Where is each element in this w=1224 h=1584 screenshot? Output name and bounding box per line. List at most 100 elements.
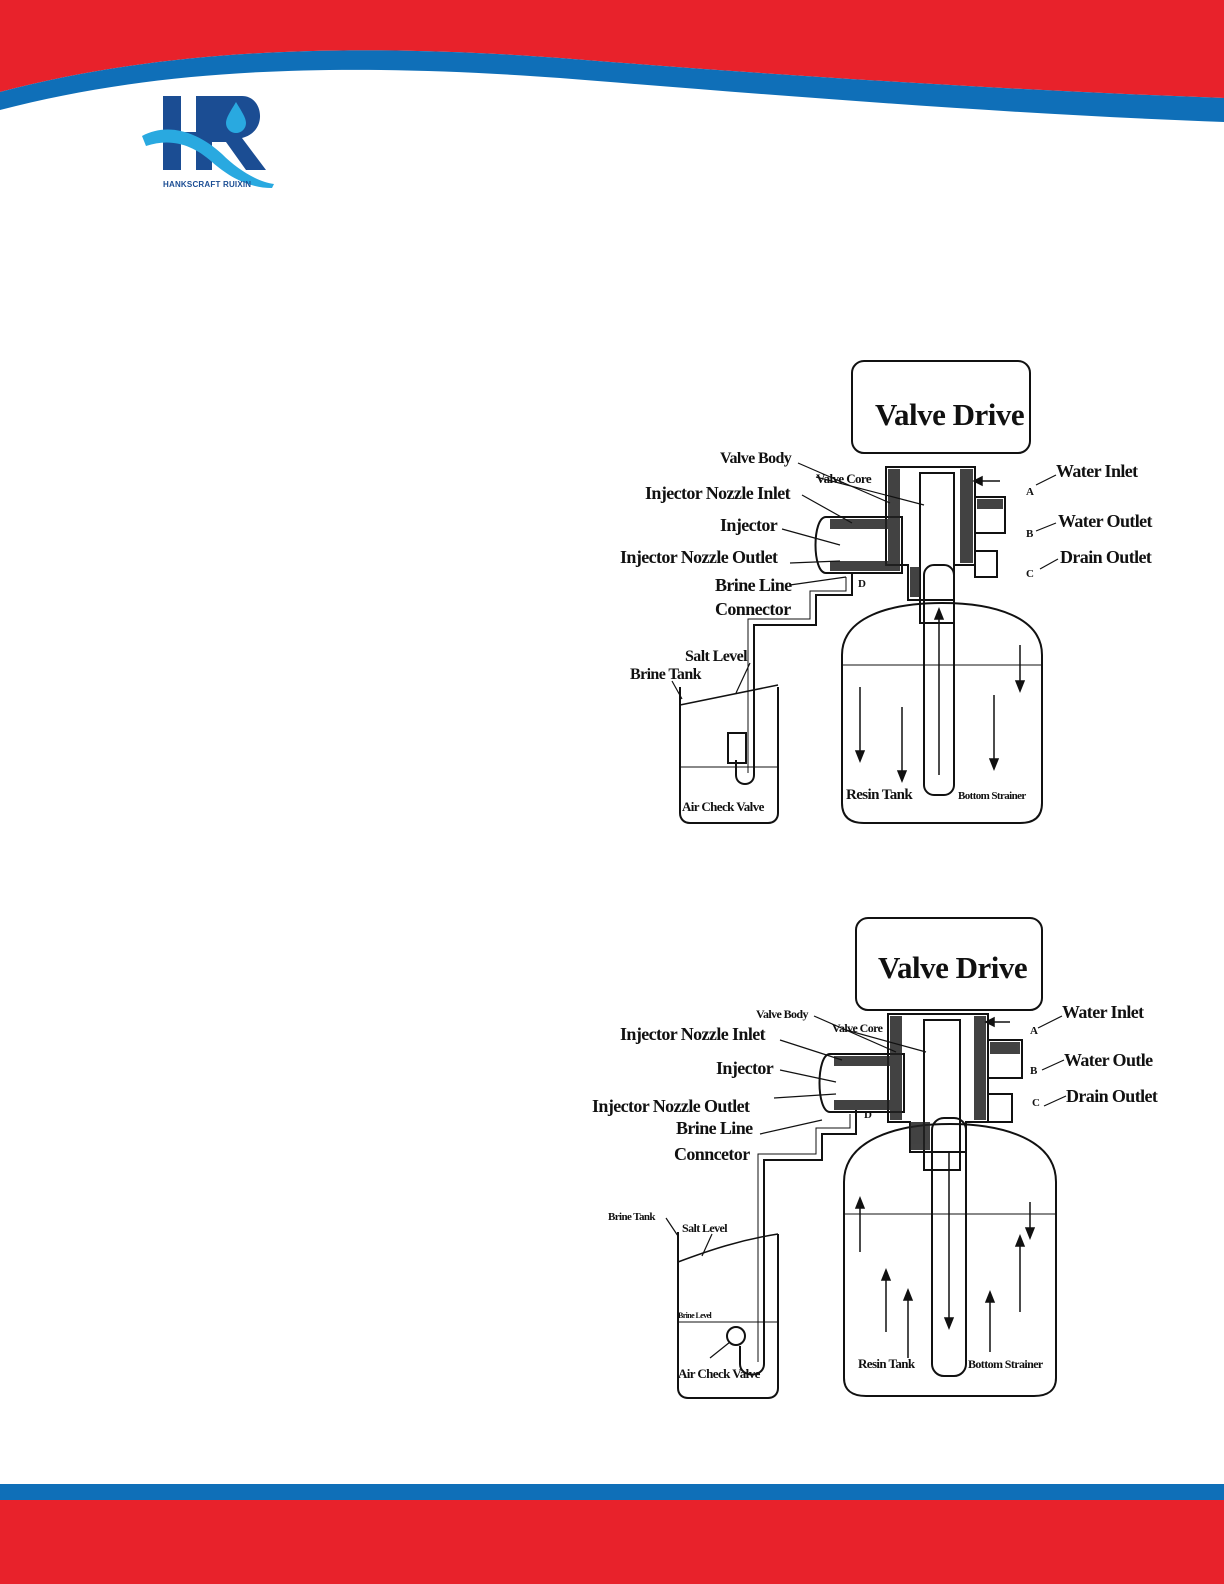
leader-injector-nozzle-outlet bbox=[773, 1093, 837, 1099]
label-valve-body: Valve Body bbox=[720, 450, 792, 467]
riser-tube bbox=[923, 564, 955, 796]
leader-valve-core bbox=[845, 1029, 927, 1053]
label-air-check-valve: Air Check Valve bbox=[678, 1366, 761, 1381]
injector-hatch-bottom bbox=[834, 1100, 902, 1110]
leader-water-inlet bbox=[1035, 474, 1057, 486]
footer-blue-stripe bbox=[0, 1484, 1224, 1500]
label-connector: Connector bbox=[715, 599, 791, 619]
valve-drive-box bbox=[855, 917, 1043, 1011]
brine-tank bbox=[677, 1232, 779, 1399]
label-injector-nozzle-outlet: Injector Nozzle Outlet bbox=[620, 547, 778, 567]
label-valve-core: Valve Core bbox=[816, 471, 872, 486]
port-c: C bbox=[1026, 568, 1034, 580]
drain-outlet-fitting bbox=[974, 550, 998, 578]
leader-water-outlet bbox=[1041, 1059, 1065, 1071]
arrow-resin-3-head bbox=[988, 758, 1000, 772]
port-b: B bbox=[1030, 1065, 1038, 1077]
valve-body-hatch-right bbox=[960, 469, 973, 563]
brine-line bbox=[735, 573, 853, 785]
injector-housing bbox=[814, 516, 903, 574]
arrow-resin-4-head bbox=[1014, 680, 1026, 694]
header-red-wave bbox=[0, 0, 1224, 98]
label-drain-outlet: Drain Outlet bbox=[1060, 547, 1152, 567]
arrow-resin-6-head bbox=[1024, 1227, 1036, 1241]
water-outlet-fitting bbox=[987, 1039, 1023, 1079]
valve-drive-label: Valve Drive bbox=[878, 950, 1027, 985]
arrow-resin-1-head bbox=[854, 1195, 866, 1209]
softener-flow-diagram-service: Valve Drive Valve Body Valve Core Inject… bbox=[590, 355, 1170, 835]
valve-drive-label: Valve Drive bbox=[875, 397, 1024, 432]
riser-tube bbox=[931, 1117, 967, 1377]
arrow-resin-2-head bbox=[896, 770, 908, 784]
leader-valve-body bbox=[797, 462, 891, 504]
port-d: D bbox=[858, 578, 866, 590]
drain-outlet-fitting bbox=[987, 1093, 1013, 1123]
brine-tank bbox=[679, 687, 779, 824]
label-brine-tank: Brine Tank bbox=[630, 666, 702, 683]
valve-body-hatch-right bbox=[974, 1016, 986, 1120]
port-d: D bbox=[864, 1109, 872, 1121]
leader-water-outlet bbox=[1035, 522, 1057, 532]
label-water-inlet: Water Inlet bbox=[1062, 1002, 1144, 1022]
injector-hatch-top bbox=[830, 519, 900, 529]
footer-red-stripe bbox=[0, 1500, 1224, 1584]
label-resin-tank: Resin Tank bbox=[846, 787, 913, 803]
label-connector: Conncetor bbox=[674, 1144, 750, 1164]
label-brine-tank: Brine Tank bbox=[608, 1211, 656, 1223]
valve-core bbox=[919, 472, 955, 624]
softener-flow-diagram-brining: Valve Drive Valve Body Valve Core Inject… bbox=[590, 912, 1170, 1412]
leader-injector-nozzle-outlet bbox=[789, 560, 841, 564]
valve-body-hatch-neck bbox=[910, 1122, 930, 1150]
arrow-riser-head bbox=[943, 1317, 955, 1331]
brine-line-inner bbox=[757, 1114, 851, 1362]
leader-brine-line bbox=[789, 576, 847, 586]
port-a: A bbox=[1030, 1025, 1038, 1037]
label-injector-nozzle-inlet: Injector Nozzle Inlet bbox=[620, 1024, 766, 1044]
label-injector-nozzle-inlet: Injector Nozzle Inlet bbox=[645, 483, 791, 503]
label-water-outlet: Water Outlet bbox=[1058, 511, 1153, 531]
arrow-resin-5-head bbox=[1014, 1233, 1026, 1247]
arrow-inlet-head bbox=[984, 1016, 995, 1028]
label-valve-core: Valve Core bbox=[832, 1021, 884, 1035]
leader-injector bbox=[779, 1069, 837, 1083]
arrow-resin-3-head bbox=[902, 1287, 914, 1301]
port-b: B bbox=[1026, 528, 1034, 540]
valve-core bbox=[923, 1019, 961, 1171]
label-brine-line: Brine Line bbox=[715, 575, 792, 595]
label-drain-outlet: Drain Outlet bbox=[1066, 1086, 1158, 1106]
leader-injector bbox=[781, 528, 841, 546]
outlet-fitting-hatch bbox=[990, 1042, 1020, 1054]
injector-hatch-top bbox=[834, 1056, 902, 1066]
port-a: A bbox=[1026, 486, 1034, 498]
leader-salt-level bbox=[735, 662, 751, 694]
leader-brine-line bbox=[759, 1119, 823, 1135]
arrow-resin-4-head bbox=[984, 1289, 996, 1303]
footer-band bbox=[0, 1484, 1224, 1584]
salt-level-line bbox=[677, 1233, 779, 1263]
leader-salt-level bbox=[701, 1233, 713, 1257]
label-water-outlet: Water Outle bbox=[1064, 1050, 1153, 1070]
label-bottom-strainer: Bottom Strainer bbox=[968, 1357, 1044, 1371]
resin-tank bbox=[841, 601, 1043, 824]
leader-injector-nozzle-inlet bbox=[801, 494, 853, 524]
brine-line-inner bbox=[747, 577, 847, 773]
valve-body-hatch-left bbox=[890, 1016, 902, 1120]
leader-valve-body bbox=[813, 1015, 897, 1053]
arrow-resin-2-head bbox=[880, 1267, 892, 1281]
label-salt-level: Salt Level bbox=[685, 648, 748, 665]
label-salt-level: Salt Level bbox=[682, 1221, 728, 1235]
air-check-valve bbox=[727, 732, 747, 764]
label-bottom-strainer: Bottom Strainer bbox=[958, 790, 1026, 802]
label-resin-tank: Resin Tank bbox=[858, 1356, 916, 1371]
resin-tank bbox=[843, 1122, 1057, 1397]
air-check-valve bbox=[726, 1326, 746, 1346]
leader-brine-tank bbox=[671, 680, 683, 700]
leader-brine-tank bbox=[665, 1217, 679, 1237]
leader-air-check-valve bbox=[709, 1341, 731, 1359]
hankscraft-ruixin-logo bbox=[142, 96, 274, 188]
injector-hatch-bottom bbox=[830, 561, 900, 571]
leader-valve-core bbox=[815, 476, 925, 506]
logo-water-drop-icon bbox=[226, 102, 246, 133]
outlet-fitting-hatch bbox=[977, 499, 1003, 509]
valve-body-hatch-left bbox=[888, 469, 900, 564]
